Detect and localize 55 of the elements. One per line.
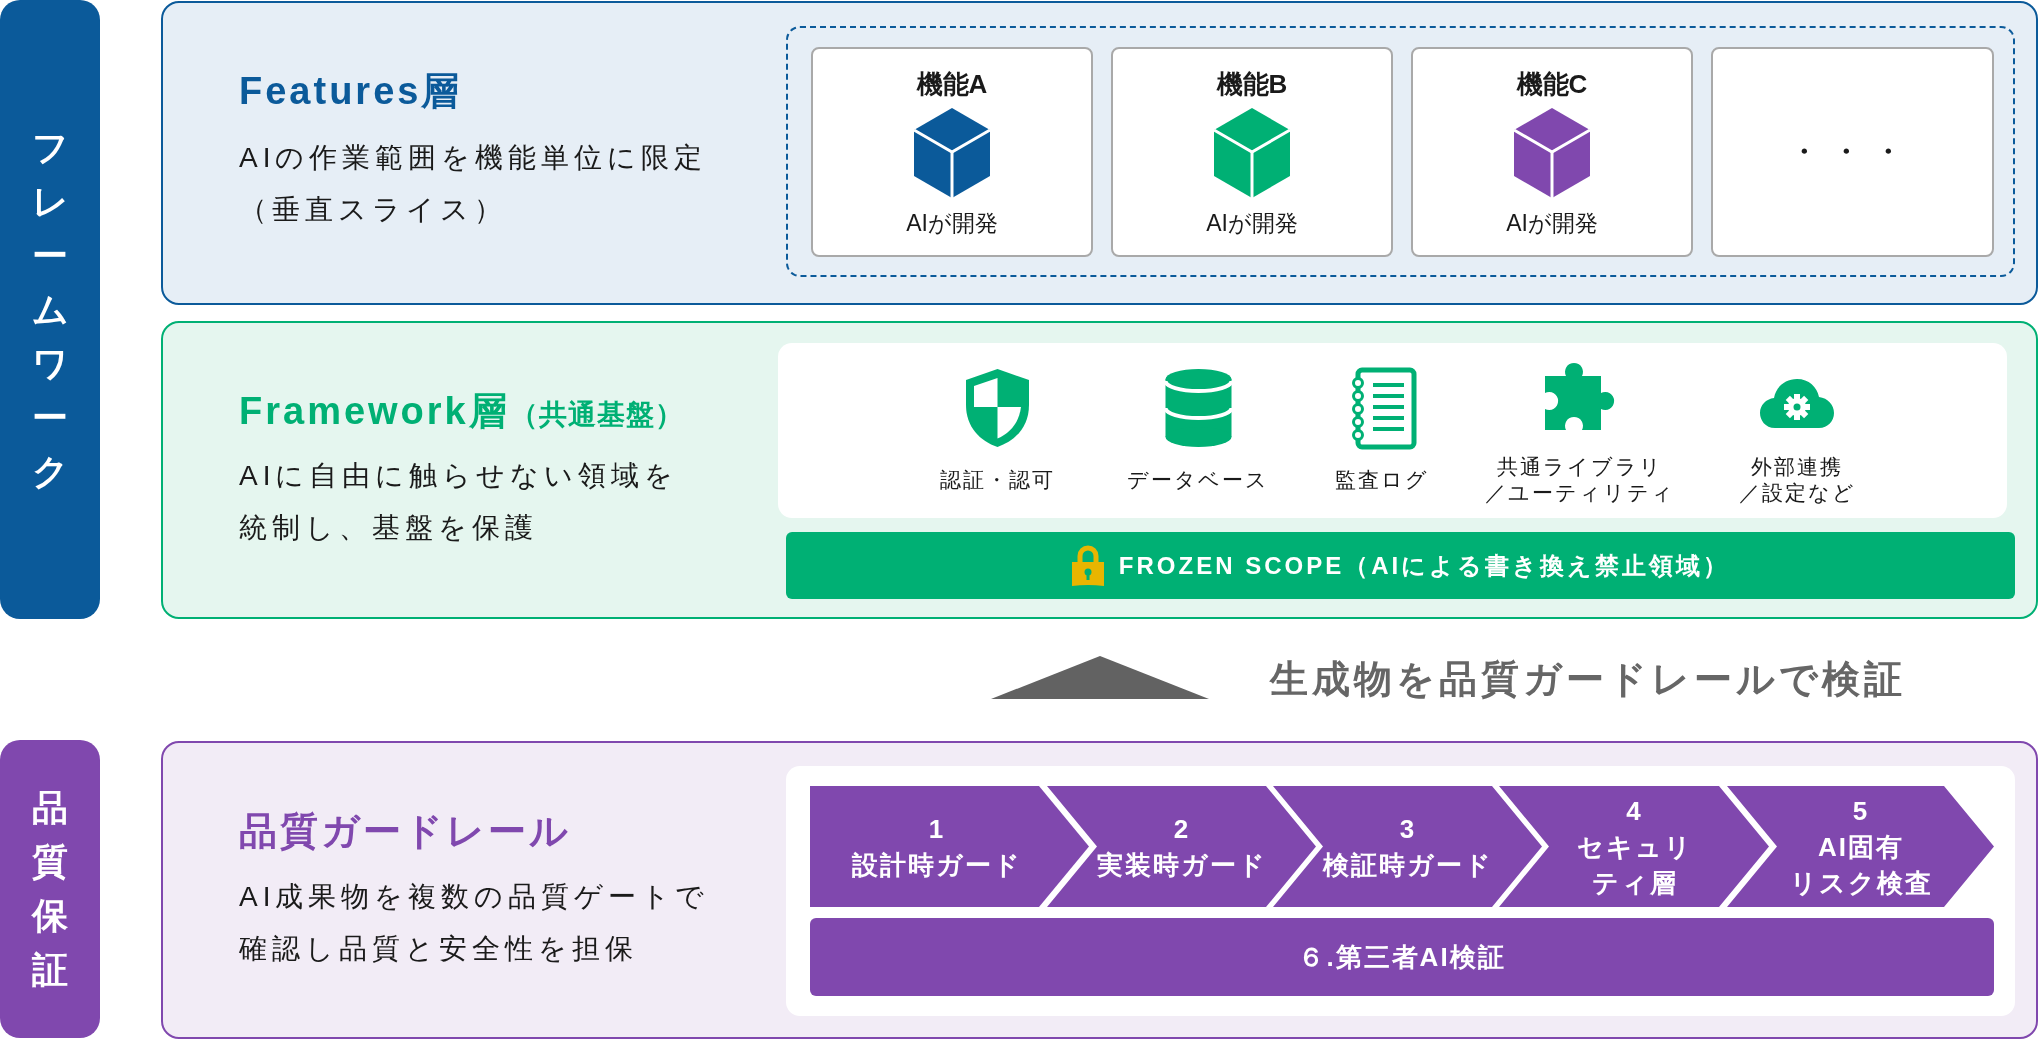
chevron-step bbox=[810, 786, 1089, 907]
step-number: 4 bbox=[1626, 794, 1643, 828]
step-number: 2 bbox=[1173, 812, 1191, 846]
step-number: 1 bbox=[928, 812, 946, 846]
layer-title: Framework層 bbox=[239, 389, 510, 434]
component-label: 共通ライブラリ bbox=[1497, 454, 1663, 480]
guard-panel bbox=[786, 766, 2015, 1016]
step-label: 検証時ガード bbox=[1323, 848, 1493, 882]
component-label: ／設定など bbox=[1738, 480, 1856, 506]
feature-title: 機能A bbox=[915, 68, 989, 101]
component-label: 外部連携 bbox=[1751, 454, 1843, 480]
chevron-step bbox=[1047, 786, 1316, 907]
feature-card bbox=[1711, 47, 1994, 257]
vertical-label: フレームワーク bbox=[32, 125, 68, 494]
dashed-frame bbox=[786, 26, 2015, 277]
layer-panel bbox=[161, 741, 2038, 1039]
feature-title: 機能B bbox=[1215, 68, 1289, 101]
component-label: 監査ログ bbox=[1335, 467, 1429, 493]
step-label: ６.第三者AI検証 bbox=[1298, 941, 1506, 974]
layer-description: AIの作業範囲を機能単位に限定（垂直スライス） bbox=[239, 141, 709, 227]
feature-caption: AIが開発 bbox=[1205, 209, 1299, 238]
step-number: 5 bbox=[1852, 794, 1870, 828]
side-bar bbox=[0, 0, 100, 619]
step-label: セキュリティ層 bbox=[1575, 830, 1694, 900]
feature-title: 機能C bbox=[1515, 68, 1589, 101]
feature-caption: AIが開発 bbox=[905, 209, 999, 238]
layer-title: Features層 bbox=[239, 69, 463, 114]
component-label: データベース bbox=[1127, 467, 1269, 493]
layer-panel bbox=[161, 321, 2038, 619]
frozen-scope-bar bbox=[786, 532, 2015, 599]
feature-card bbox=[1411, 47, 1693, 257]
step-label: AI固有 bbox=[1818, 830, 1904, 864]
step-number: 3 bbox=[1399, 812, 1417, 846]
component-label: 認証・認可 bbox=[939, 467, 1055, 493]
step-label: リスク検査 bbox=[1789, 866, 1933, 900]
vertical-label: 品質保証 bbox=[32, 786, 68, 992]
layer-panel bbox=[161, 1, 2038, 305]
feature-caption: AIが開発 bbox=[1505, 209, 1599, 238]
component-label: ／ユーティリティ bbox=[1485, 480, 1675, 506]
step-bar bbox=[810, 918, 1994, 996]
chevron-step bbox=[1273, 786, 1542, 907]
step-label: 実装時ガード bbox=[1097, 848, 1267, 882]
component-panel bbox=[778, 343, 2007, 518]
feature-card bbox=[1111, 47, 1393, 257]
layer-description: AIに自由に触らせない領域を統制し、基盤を保護 bbox=[239, 459, 680, 545]
chevron-step bbox=[1727, 786, 1994, 907]
frozen-scope-label: FROZEN SCOPE（AIによる書き換え禁止領域） bbox=[1118, 550, 1731, 581]
feature-card bbox=[811, 47, 1093, 257]
layer-title: 品質ガードレール bbox=[239, 809, 571, 854]
layer-description: AI成果物を複数の品質ゲートで確認し品質と安全性を担保 bbox=[239, 880, 711, 966]
ellipsis-text: ・・・ bbox=[1789, 135, 1916, 169]
layer-subtitle: （共通基盤） bbox=[509, 398, 684, 432]
side-bar bbox=[0, 740, 100, 1038]
step-label: 設計時ガード bbox=[852, 848, 1022, 882]
chevron-step bbox=[1499, 786, 1769, 907]
